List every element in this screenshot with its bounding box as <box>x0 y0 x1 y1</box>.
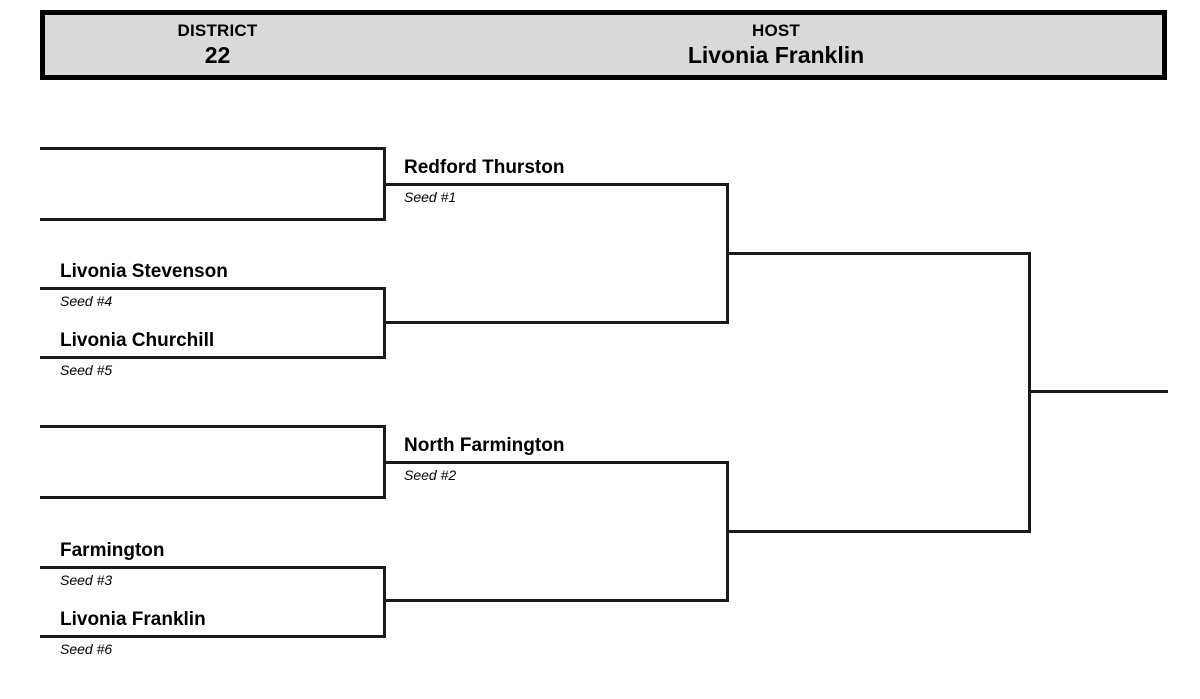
round1-slot-3-line <box>40 287 383 290</box>
round1-slot-2-line <box>40 218 383 221</box>
host-value: Livonia Franklin <box>687 42 865 69</box>
round1-slot-7-line <box>40 566 383 569</box>
round1-slot-8-name: Livonia Franklin <box>60 609 206 630</box>
host-label: HOST <box>751 21 801 41</box>
final-slot-1-line <box>726 252 1028 255</box>
host-column: HOST Livonia Franklin <box>390 15 1162 75</box>
round2-slot-4-line <box>383 599 726 602</box>
round1-slot-4-seed: Seed #5 <box>60 362 113 378</box>
round2-slot-3-line <box>383 461 726 464</box>
round1-slot-7-seed: Seed #3 <box>60 572 113 588</box>
round2-slot-1-line <box>383 183 726 186</box>
round1-slot-7-name: Farmington <box>60 540 165 561</box>
round1-slot-8-line <box>40 635 383 638</box>
round1-slot-5-line <box>40 425 383 428</box>
round1-slot-6-line <box>40 496 383 499</box>
round2-slot-1-seed: Seed #1 <box>404 189 457 205</box>
district-value: 22 <box>204 42 231 69</box>
round1-slot-3-name: Livonia Stevenson <box>60 261 228 282</box>
round1-slot-4-line <box>40 356 383 359</box>
round2-slot-3-name: North Farmington <box>404 435 565 456</box>
round1-slot-4-name: Livonia Churchill <box>60 330 215 351</box>
round1-slot-8-seed: Seed #6 <box>60 641 113 657</box>
round2-slot-3-seed: Seed #2 <box>404 467 457 483</box>
tournament-header: DISTRICT 22 HOST Livonia Franklin <box>40 10 1167 80</box>
round1-connector-d <box>383 566 386 638</box>
round1-slot-1-line <box>40 147 383 150</box>
final-slot-2-line <box>726 530 1028 533</box>
district-column: DISTRICT 22 <box>45 15 390 75</box>
champion-line <box>1028 390 1168 393</box>
round1-slot-3-seed: Seed #4 <box>60 293 113 309</box>
district-label: DISTRICT <box>177 21 258 41</box>
round2-slot-2-line <box>383 321 726 324</box>
round2-slot-1-name: Redford Thurston <box>404 157 565 178</box>
